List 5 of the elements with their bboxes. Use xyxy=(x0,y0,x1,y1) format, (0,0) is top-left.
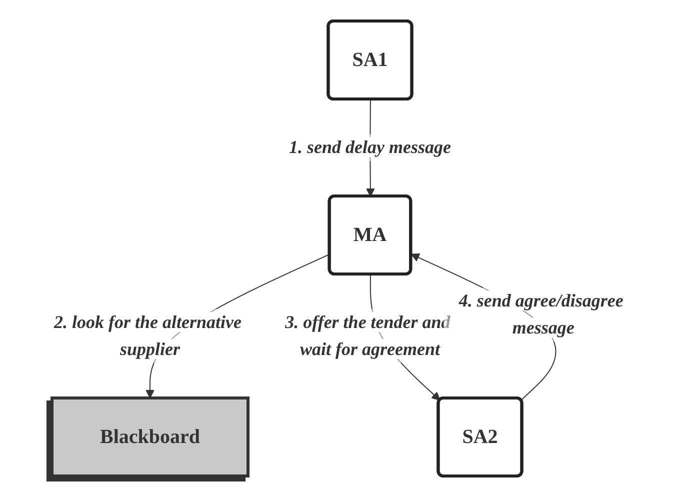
edge-label: 4. send agree/disagree message xyxy=(459,290,624,338)
edge-label: 1. send delay message xyxy=(289,136,452,157)
edge-label: 2. look for the alternative supplier xyxy=(54,312,242,359)
node-box: Blackboard xyxy=(50,396,250,478)
edge-label: 3. offer the tender and wait for agreement xyxy=(285,312,451,359)
